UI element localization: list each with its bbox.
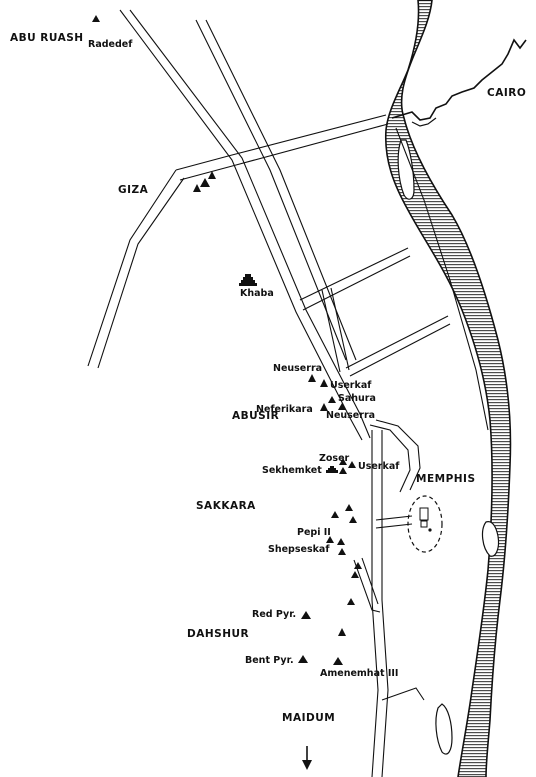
step-pyramid-icons — [239, 274, 338, 473]
region-label-sakkara: SAKKARA — [196, 500, 256, 512]
pyramid-label-sahura: Sahura — [338, 393, 376, 404]
pyramid-label-userkaf-north: Userkaf — [330, 380, 372, 391]
nile-river — [384, 0, 512, 777]
region-label-dahshur: DAHSHUR — [187, 628, 250, 640]
region-label-cairo: CAIRO — [487, 87, 527, 99]
pyramid-icon — [92, 15, 100, 22]
pyramid-icon — [338, 548, 346, 555]
pyramid-label-sekhemket: Sekhemket — [262, 465, 322, 476]
pyramid-icon — [337, 538, 345, 545]
region-label-abusir: ABUSIR — [232, 410, 280, 422]
memphis-boundary — [407, 495, 443, 553]
pyramid-icon — [348, 461, 356, 468]
pyramid-icon — [354, 562, 362, 569]
pyramid-label-radedef: Radedef — [88, 39, 133, 50]
pyramid-label-userkaf: Userkaf — [358, 461, 400, 472]
pyramid-label-neferikara: Neferikara — [256, 404, 313, 415]
pyramid-label-bent-pyramid: Bent Pyr. — [245, 655, 294, 666]
pyramid-icon — [320, 379, 328, 387]
nile-islands — [397, 139, 500, 755]
pyramid-icons — [92, 15, 362, 665]
pyramid-icon — [208, 171, 216, 179]
region-label-giza: GIZA — [118, 184, 149, 196]
pyramid-label-neuserra-north: Neuserra — [273, 363, 323, 374]
pyramid-icon — [338, 628, 346, 636]
step-pyramid-icon — [326, 466, 338, 473]
pyramid-label-neuserra: Neuserra — [326, 410, 376, 421]
step-pyramid-icon — [239, 274, 257, 286]
memphis-ruins — [419, 507, 429, 521]
pyramid-icon — [339, 467, 347, 474]
pyramid-label-amenemhat-iii: Amenemhat III — [320, 668, 399, 679]
cairo-boundary — [391, 38, 527, 121]
pyramid-icon — [326, 536, 334, 543]
pyramid-icon — [200, 178, 210, 187]
pyramid-icon — [331, 511, 339, 518]
pyramid-icon — [338, 403, 346, 410]
pyramid-label-red-pyramid: Red Pyr. — [252, 609, 297, 620]
pyramid-icon — [333, 657, 343, 665]
pyramid-label-pepi-ii: Pepi II — [297, 527, 331, 538]
pyramid-icon — [193, 184, 201, 192]
pyramid-label-khaba: Khaba — [240, 288, 274, 299]
pyramid-icon — [320, 403, 328, 411]
pyramid-label-shepseskaf: Shepseskaf — [268, 544, 330, 555]
pyramid-icon — [351, 571, 359, 578]
region-label-memphis: MEMPHIS — [416, 473, 476, 485]
pyramid-label-zoser: Zoser — [319, 453, 350, 464]
pyramid-icon — [339, 458, 347, 465]
memphis-temple — [420, 520, 428, 528]
pyramid-icon — [328, 396, 336, 403]
pyramid-icon — [298, 655, 308, 663]
cairo-boundary-lower — [411, 117, 437, 127]
region-label-maidum: MAIDUM — [282, 712, 336, 724]
region-label-abu-ruash: ABU RUASH — [10, 32, 84, 44]
pyramid-icon — [349, 516, 357, 523]
roads — [87, 9, 489, 777]
pyramid-icon — [308, 374, 316, 382]
arrow-down-icon — [302, 746, 312, 770]
pyramid-icon — [345, 504, 353, 511]
pyramid-icon — [347, 598, 355, 605]
pyramid-icon — [301, 611, 311, 619]
